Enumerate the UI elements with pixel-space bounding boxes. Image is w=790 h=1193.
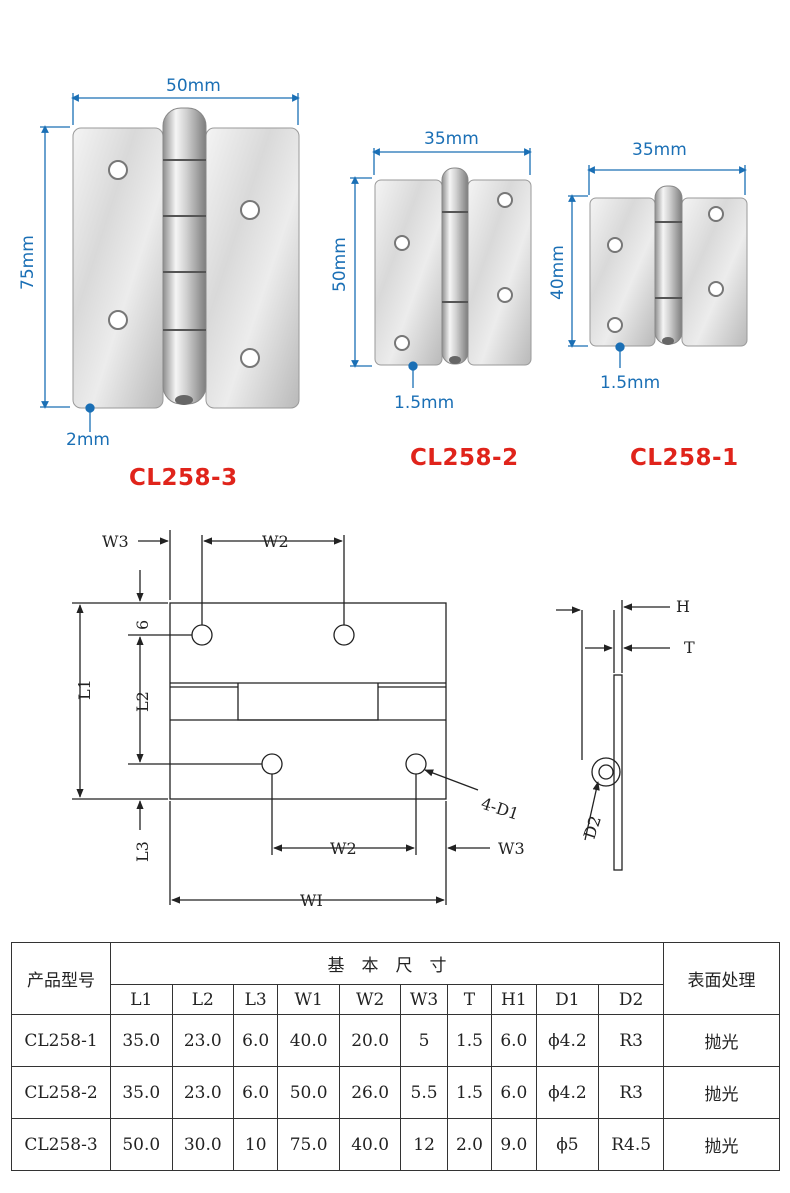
small-width-label: 35mm [632,140,687,160]
medium-dimension-lines [350,148,532,388]
label-l3: L3 [133,841,152,862]
column-header: T [446,984,493,1015]
table-cell: 6.0 [232,1066,279,1119]
table-cell: 5.5 [400,1066,448,1119]
column-header: L2 [171,984,234,1015]
label-w2-bottom: W2 [330,839,357,858]
hinge-medium-photo [374,167,532,366]
side-view [556,600,670,871]
finish-header: 表面处理 [663,942,780,1015]
table-cell: 10 [232,1118,279,1171]
table-cell: 23.0 [171,1066,234,1119]
row-model: CL258-1 [11,1014,111,1067]
table-cell: 35.0 [110,1066,173,1119]
row-model: CL258-3 [11,1118,111,1171]
table-cell: 30.0 [171,1118,234,1171]
table-cell: 26.0 [338,1066,402,1119]
medium-width-label: 35mm [424,129,479,149]
table-cell: 2.0 [446,1118,493,1171]
column-header: W3 [400,984,448,1015]
table-cell: 1.5 [446,1014,493,1067]
row-model: CL258-2 [11,1066,111,1119]
table-cell: 20.0 [338,1014,402,1067]
table-cell: 50.0 [277,1066,340,1119]
table-cell: R3 [598,1014,664,1067]
row-finish: 抛光 [663,1118,780,1171]
column-header: D2 [598,984,664,1015]
spec-table: 产品型号 基 本 尺 寸 表面处理 L1 L2 L3 W1 W2 W3 T H1… [11,942,780,1171]
table-cell: 6.0 [491,1066,537,1119]
label-w2-top: W2 [262,532,289,551]
table-cell: 12 [400,1118,448,1171]
table-cell: R4.5 [598,1118,664,1171]
table-cell: 50.0 [110,1118,173,1171]
column-header: L3 [232,984,279,1015]
label-w1: WI [300,891,323,910]
table-cell: 1.5 [446,1066,493,1119]
table-row: CL258-1 35.0 23.0 6.0 40.0 20.0 5 1.5 6.… [11,1014,780,1067]
column-header: W1 [277,984,340,1015]
table-row: CL258-2 35.0 23.0 6.0 50.0 26.0 5.5 1.5 … [11,1066,780,1119]
dimension-group-header: 基 本 尺 寸 [110,942,664,985]
table-cell: ϕ5 [535,1118,600,1171]
table-cell: 35.0 [110,1014,173,1067]
table-cell: 9.0 [491,1118,537,1171]
row-finish: 抛光 [663,1014,780,1067]
table-cell: 6.0 [232,1014,279,1067]
table-cell: 75.0 [277,1118,340,1171]
table-cell: 40.0 [338,1118,402,1171]
model-header: 产品型号 [11,942,111,1015]
large-dimension-lines [40,93,300,432]
table-row: CL258-3 50.0 30.0 10 75.0 40.0 12 2.0 9.… [11,1118,780,1171]
large-width-label: 50mm [166,76,221,96]
row-finish: 抛光 [663,1066,780,1119]
label-d2: D2 [580,813,605,841]
hinge-large-photo [72,107,300,409]
large-thickness-label: 2mm [66,430,110,450]
small-dimension-lines [568,165,747,368]
medium-thickness-label: 1.5mm [394,393,455,413]
column-header: D1 [535,984,600,1015]
label-w3-top: W3 [102,532,129,551]
column-header: L1 [110,984,173,1015]
table-cell: 23.0 [171,1014,234,1067]
technical-drawing: W3 W2 6 L1 L2 L3 4-D1 W2 W3 WI H T D2 [72,530,695,910]
hinge-photos [40,93,748,432]
small-thickness-label: 1.5mm [600,373,661,393]
label-t: T [684,638,695,657]
large-model-label: CL258-3 [129,465,238,491]
hinge-small-photo [589,185,748,347]
front-view [72,530,490,905]
label-h: H [676,597,690,616]
column-header: W2 [338,984,402,1015]
label-l1: L1 [75,679,94,700]
table-cell: 5 [400,1014,448,1067]
label-six: 6 [133,620,152,630]
medium-model-label: CL258-2 [410,445,519,471]
label-w3-bottom: W3 [498,839,525,858]
table-cell: ϕ4.2 [535,1014,600,1067]
table-cell: 40.0 [277,1014,340,1067]
small-model-label: CL258-1 [630,445,739,471]
table-cell: 6.0 [491,1014,537,1067]
table-cell: R3 [598,1066,664,1119]
table-cell: ϕ4.2 [535,1066,600,1119]
label-l2: L2 [133,691,152,712]
column-header: H1 [491,984,537,1015]
label-d1: 4-D1 [479,794,522,824]
